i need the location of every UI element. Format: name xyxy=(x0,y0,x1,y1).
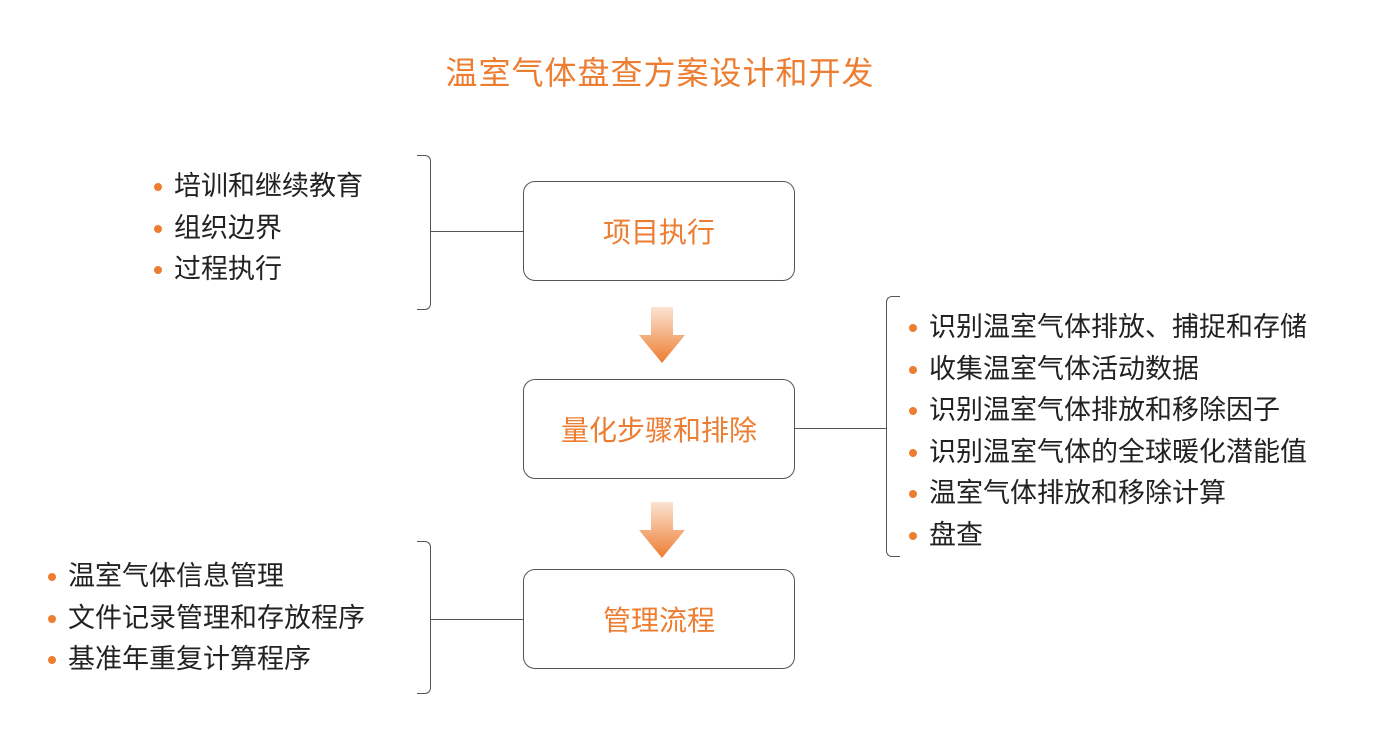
connector-quantification xyxy=(795,428,887,429)
list-item-text: 过程执行 xyxy=(174,254,282,285)
list-item: 基准年重复计算程序 xyxy=(48,639,365,681)
bracket-quantification xyxy=(886,296,900,557)
list-item-text: 基准年重复计算程序 xyxy=(68,644,311,675)
bullet-icon xyxy=(48,573,56,581)
list-item-text: 温室气体信息管理 xyxy=(68,561,284,592)
connector-project-execution xyxy=(431,231,523,232)
process-node-management: 管理流程 xyxy=(523,569,795,669)
list-item: 过程执行 xyxy=(154,249,363,291)
list-item-text: 识别温室气体排放和移除因子 xyxy=(929,395,1280,426)
bullet-icon xyxy=(909,531,917,540)
list-item: 收集温室气体活动数据 xyxy=(909,349,1307,391)
list-item-text: 温室气体排放和移除计算 xyxy=(929,478,1226,509)
list-item: 温室气体信息管理 xyxy=(48,556,365,598)
bullet-icon xyxy=(48,656,56,664)
list-item-text: 盘查 xyxy=(929,519,983,551)
connector-management xyxy=(431,619,523,620)
bullet-icon xyxy=(909,407,917,415)
bullet-icon xyxy=(909,324,917,332)
bullet-icon xyxy=(154,183,162,191)
list-item: 组织边界 xyxy=(154,208,363,250)
list-item-text: 培训和继续教育 xyxy=(174,171,363,202)
bullet-icon xyxy=(909,365,917,374)
process-node-project-execution: 项目执行 xyxy=(523,181,795,281)
bullet-icon xyxy=(909,448,917,457)
bullet-icon xyxy=(909,490,917,498)
bracket-project-execution xyxy=(417,155,431,310)
down-arrow-icon xyxy=(639,307,685,363)
list-item-text: 识别温室气体排放、捕捉和存储 xyxy=(929,312,1307,343)
list-item-text: 组织边界 xyxy=(174,212,282,244)
list-item: 盘查 xyxy=(909,515,1307,557)
bracket-management xyxy=(417,541,431,694)
bullet-icon xyxy=(154,266,162,274)
process-node-quantification: 量化步骤和排除 xyxy=(523,379,795,479)
detail-list-quantification: 识别温室气体排放、捕捉和存储 收集温室气体活动数据 识别温室气体排放和移除因子 … xyxy=(909,307,1307,556)
list-item-text: 文件记录管理和存放程序 xyxy=(68,602,365,634)
list-item: 温室气体排放和移除计算 xyxy=(909,473,1307,515)
diagram-title: 温室气体盘查方案设计和开发 xyxy=(445,54,875,92)
detail-list-project-execution: 培训和继续教育 组织边界 过程执行 xyxy=(154,166,363,291)
list-item-text: 收集温室气体活动数据 xyxy=(929,353,1199,385)
list-item-text: 识别温室气体的全球暖化潜能值 xyxy=(929,436,1307,468)
list-item: 文件记录管理和存放程序 xyxy=(48,598,365,640)
list-item: 识别温室气体排放、捕捉和存储 xyxy=(909,307,1307,349)
down-arrow-icon xyxy=(639,502,685,558)
list-item: 识别温室气体的全球暖化潜能值 xyxy=(909,432,1307,474)
bullet-icon xyxy=(154,224,162,233)
bullet-icon xyxy=(48,614,56,623)
list-item: 培训和继续教育 xyxy=(154,166,363,208)
list-item: 识别温室气体排放和移除因子 xyxy=(909,390,1307,432)
detail-list-management: 温室气体信息管理 文件记录管理和存放程序 基准年重复计算程序 xyxy=(48,556,365,681)
